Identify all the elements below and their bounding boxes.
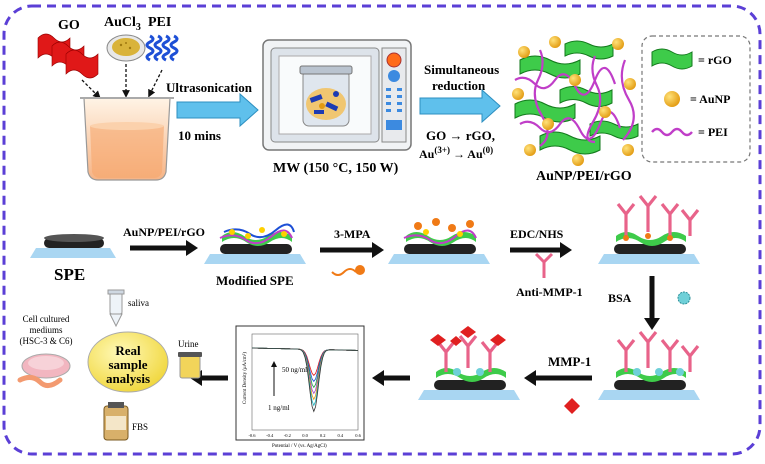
dpv-plot: -0.6 -0.4 -0.2 0.0 0.2 0.4 0.6 <box>235 325 365 441</box>
bare-spe-icon <box>30 234 116 258</box>
dpv-curve <box>252 347 358 413</box>
pei-label: PEI <box>148 15 171 30</box>
reduction-arrow <box>419 88 501 124</box>
rgo-legend-icon <box>651 48 693 70</box>
mw-label: MW (150 °C, 150 W) <box>273 161 399 176</box>
saliva-tube-icon <box>107 289 125 328</box>
go-rgo-label: GO → rGO, <box>426 128 495 143</box>
step1-label: AuNP/PEI/rGO <box>123 225 205 239</box>
cell-culture-icon <box>17 353 71 388</box>
low-conc-label: 1 ng/ml <box>268 404 290 412</box>
bsa-label: BSA <box>608 291 632 305</box>
urine-label: Urine <box>178 339 199 349</box>
x-tick-label: 0.6 <box>355 433 361 438</box>
ultrasonication-label: Ultrasonication <box>166 80 253 95</box>
captured-spe-icon <box>418 326 520 400</box>
urine-jar-icon <box>178 352 202 379</box>
x-tick-label: -0.6 <box>248 433 256 438</box>
pei-strands-icon <box>145 34 179 62</box>
beaker-icon <box>80 97 174 181</box>
time-label: 10 mins <box>178 128 221 143</box>
composite-network-icon <box>512 36 639 166</box>
cell-label-3: (HSC-3 & C6) <box>19 336 72 346</box>
aucl3-dish-icon <box>106 34 146 62</box>
aucl3-label: AuCl3 <box>104 15 141 33</box>
real-label-2: sample <box>109 357 148 372</box>
high-conc-label: 50 ng/ml <box>282 366 307 374</box>
step3-label: EDC/NHS <box>510 227 564 241</box>
simultaneous-label: Simultaneous <box>424 62 499 77</box>
legend-pei: = PEI <box>698 125 728 139</box>
real-label-1: Real <box>115 343 141 358</box>
antibody-icon <box>534 252 554 278</box>
ultrasonication-arrow <box>176 92 259 128</box>
cell-label-2: mediums <box>30 325 63 335</box>
aunp-legend-icon <box>664 91 680 107</box>
x-axis-label: Potential / V (vs. Ag/AgCl) <box>272 444 327 449</box>
real-sample-circle <box>87 331 169 393</box>
modified-spe-label: Modified SPE <box>216 273 294 288</box>
pei-legend-icon <box>651 127 693 137</box>
bsa-icon <box>677 291 691 305</box>
outer-frame <box>2 4 762 456</box>
y-axis-label: Current Density (μA/cm²) <box>242 352 248 404</box>
mpa-icon <box>331 265 365 276</box>
x-tick-label: -0.4 <box>266 433 274 438</box>
fbs-bottle-icon <box>103 402 129 441</box>
modified-spe-icon <box>204 223 306 264</box>
fbs-label: FBS <box>132 422 148 432</box>
legend-rgo: = rGO <box>698 53 732 67</box>
bsa-spe-icon <box>598 331 700 400</box>
legend-aunp: = AuNP <box>690 92 731 106</box>
go-label: GO <box>58 18 80 33</box>
mmp1-label: MMP-1 <box>548 354 591 369</box>
antibody-label: Anti-MMP-1 <box>516 285 583 299</box>
step2-label: 3-MPA <box>334 227 371 241</box>
mmp1-diamond-icon <box>564 398 580 414</box>
x-tick-label: -0.2 <box>284 433 291 438</box>
cell-label-1: Cell cultured <box>23 314 70 324</box>
saliva-label: saliva <box>128 298 149 308</box>
antibody-spe-icon <box>598 195 700 264</box>
reduction-label: reduction <box>432 78 486 93</box>
x-tick-label: 0.2 <box>320 433 326 438</box>
microwave-icon <box>262 39 412 151</box>
real-label-3: analysis <box>106 371 150 386</box>
composite-label: AuNP/PEI/rGO <box>536 169 632 184</box>
x-tick-label: 0.4 <box>337 433 343 438</box>
x-tick-label: 0.0 <box>302 433 308 438</box>
au-reduction-label: Au(3+) → Au(0) <box>419 145 493 161</box>
mpa-spe-icon <box>388 218 490 264</box>
legend <box>641 35 751 163</box>
x-tick-labels: -0.6 -0.4 -0.2 0.0 0.2 0.4 0.6 <box>248 433 361 438</box>
go-sheets-icon <box>37 33 99 79</box>
dpv-curves <box>252 347 358 413</box>
spe-label: SPE <box>54 265 85 284</box>
feed-arrows <box>81 64 163 99</box>
